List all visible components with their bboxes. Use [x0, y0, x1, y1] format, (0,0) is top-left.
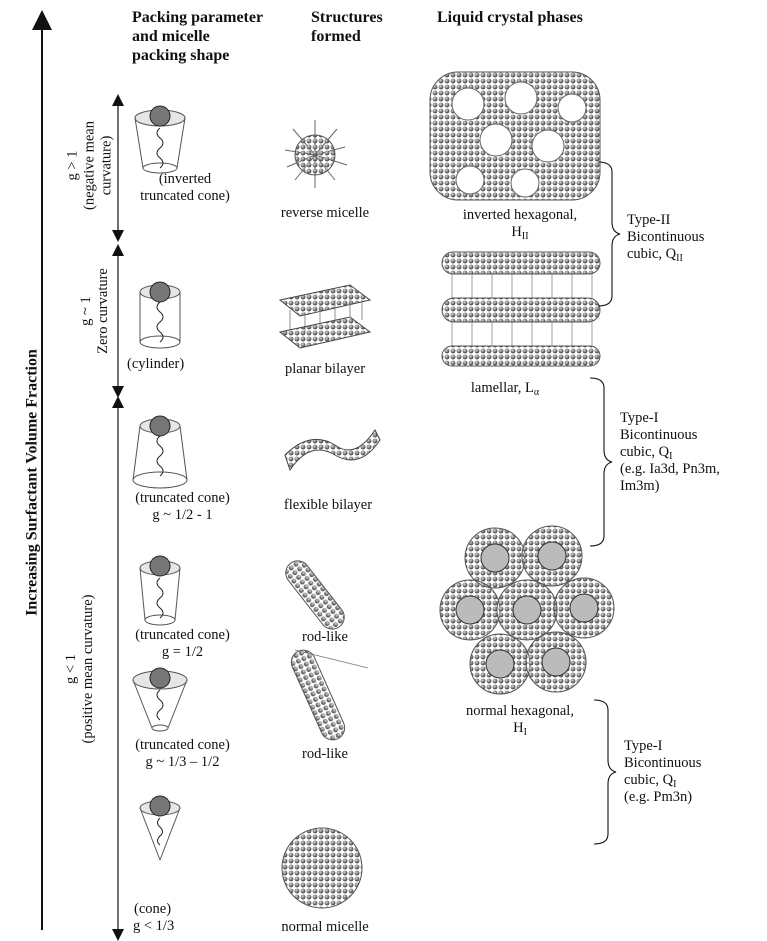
positive-region-label: g < 1 (positive mean curvature)	[63, 549, 97, 789]
normal-micelle-image	[282, 828, 362, 908]
truncated-cone-large-icon	[133, 416, 187, 488]
packing-header: Packing parameter and micelle packing sh…	[132, 8, 312, 65]
lamellar-image	[442, 252, 600, 366]
lamellar-caption: lamellar, Lα	[440, 380, 570, 397]
structure-caption-4: rod-like	[265, 629, 385, 646]
cone-icon	[140, 796, 180, 860]
structures-header: Structures formed	[311, 8, 401, 46]
phases-header: Liquid crystal phases	[437, 8, 637, 27]
shape-caption-6: (cone)g < 1/3	[133, 901, 233, 935]
structure-caption-2: planar bilayer	[265, 361, 385, 378]
cylinder-icon	[140, 282, 180, 348]
structure-caption-3: flexible bilayer	[268, 497, 388, 514]
truncated-cone-wide-icon	[133, 668, 187, 731]
shape-caption-4: (truncated cone)g = 1/2	[120, 627, 245, 661]
flexible-bilayer-image	[285, 430, 380, 470]
normal-hexagonal-image	[440, 526, 614, 694]
zero-region-label: g ~ 1 Zero curvature	[78, 256, 112, 366]
structure-caption-6: normal micelle	[265, 919, 385, 936]
shape-caption-5: (truncated cone)g ~ 1/3 – 1/2	[120, 737, 245, 771]
inverted-hexagonal-caption: inverted hexagonal, HII	[435, 207, 605, 241]
structure-caption-5: rod-like	[265, 746, 385, 763]
type-i-bicontinuous-label-upper: Type-I Bicontinuous cubic, QI (e.g. Ia3d…	[620, 410, 760, 495]
type-ii-bicontinuous-label: Type-II Bicontinuous cubic, QII	[627, 212, 757, 263]
planar-bilayer-image	[280, 285, 370, 348]
main-axis-label: Increasing Surfactant Volume Fraction	[24, 293, 41, 673]
negative-region-label: g > 1 (negative mean curvature)	[65, 106, 116, 226]
inverted-truncated-cone-icon	[135, 106, 185, 173]
truncated-cone-half-icon	[140, 556, 180, 625]
inverted-hexagonal-image	[430, 72, 600, 200]
type-i-bicontinuous-label-lower: Type-I Bicontinuous cubic, QI (e.g. Pm3n…	[624, 738, 754, 806]
type-i-bracket-upper	[590, 378, 612, 546]
rod-like-image-2	[288, 646, 368, 743]
shape-caption-2: (cylinder)	[127, 356, 247, 373]
rod-like-image-1	[281, 556, 349, 634]
shape-caption-3: (truncated cone)g ~ 1/2 - 1	[120, 490, 245, 524]
normal-hexagonal-caption: normal hexagonal, HI	[435, 703, 605, 737]
reverse-micelle-image	[285, 120, 347, 188]
structure-caption-1: reverse micelle	[265, 205, 385, 222]
